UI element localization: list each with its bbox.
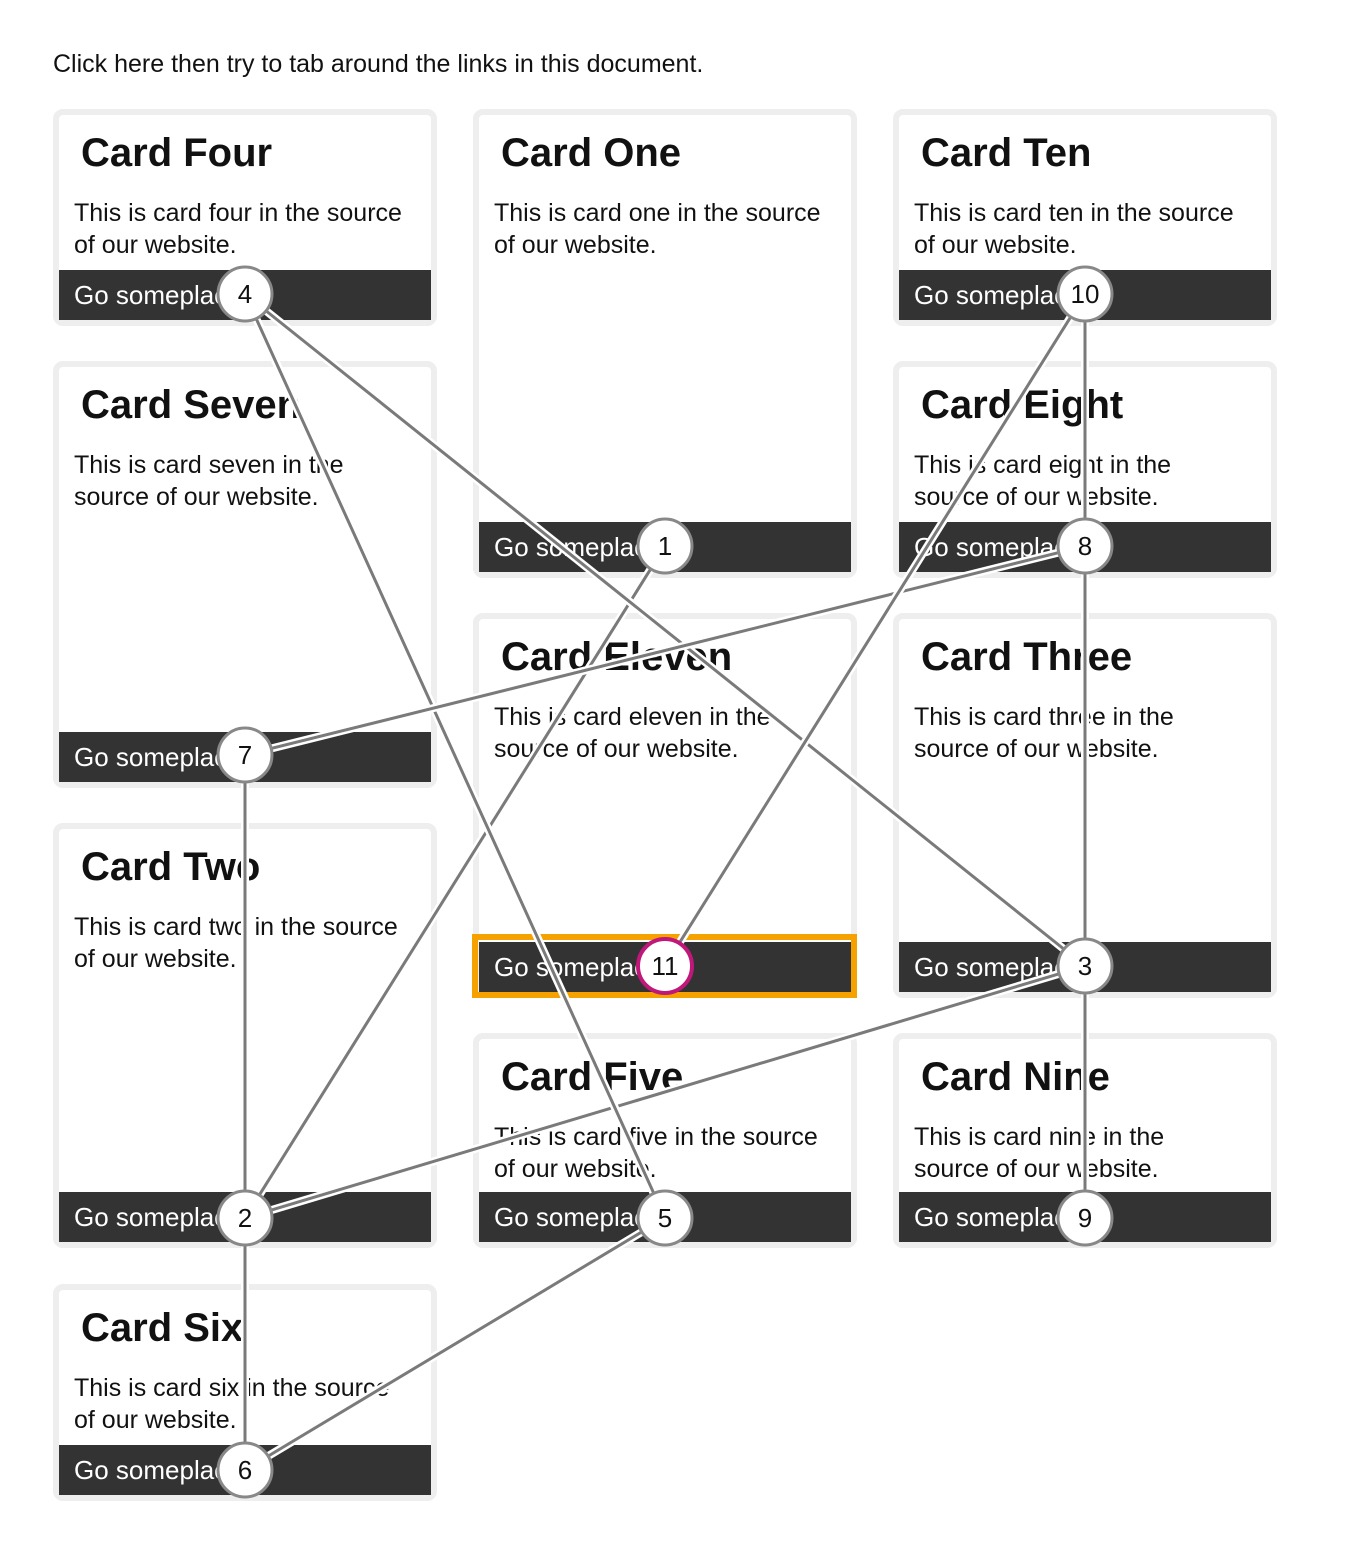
card-title: Card Ten xyxy=(921,131,1092,175)
go-someplace-link-card-eleven[interactable]: Go someplace xyxy=(479,942,851,992)
card-title: Card Three xyxy=(921,635,1133,679)
card-one: Card One This is card one in the source … xyxy=(473,109,857,578)
card-title: Card Six xyxy=(81,1306,244,1350)
card-text: This is card ten in the source of our we… xyxy=(914,199,1234,259)
card-title: Card Seven xyxy=(81,383,302,427)
card-text: This is card four in the source of our w… xyxy=(74,199,402,259)
card-text: This is card two in the source of our we… xyxy=(74,913,398,973)
card-text: This is card nine in the source of our w… xyxy=(914,1123,1165,1183)
card-six: Card Six This is card six in the source … xyxy=(53,1284,437,1501)
card-ten: Card Ten This is card ten in the source … xyxy=(893,109,1277,326)
card-text: This is card seven in the source of our … xyxy=(74,451,344,511)
go-someplace-link-card-two[interactable]: Go someplace xyxy=(59,1192,431,1242)
go-someplace-link-card-six[interactable]: Go someplace xyxy=(59,1445,431,1495)
card-text: This is card one in the source of our we… xyxy=(494,199,821,259)
go-someplace-link-card-four[interactable]: Go someplace xyxy=(59,270,431,320)
intro-text[interactable]: Click here then try to tab around the li… xyxy=(53,50,704,78)
card-four: Card Four This is card four in the sourc… xyxy=(53,109,437,326)
go-someplace-link-card-nine[interactable]: Go someplace xyxy=(899,1192,1271,1242)
go-someplace-link-card-seven[interactable]: Go someplace xyxy=(59,732,431,782)
card-title: Card Five xyxy=(501,1055,684,1099)
card-title: Card Nine xyxy=(921,1055,1110,1099)
card-text: This is card five in the source of our w… xyxy=(494,1123,818,1183)
go-someplace-link-card-ten[interactable]: Go someplace xyxy=(899,270,1271,320)
card-text: This is card eight in the source of our … xyxy=(914,451,1172,511)
go-someplace-link-card-five[interactable]: Go someplace xyxy=(479,1192,851,1242)
card-text: This is card six in the source of our we… xyxy=(74,1374,390,1434)
card-five: Card Five This is card five in the sourc… xyxy=(473,1033,857,1248)
card-eleven: Card Eleven This is card eleven in the s… xyxy=(473,613,857,998)
card-title: Card One xyxy=(501,131,682,175)
card-seven: Card Seven This is card seven in the sou… xyxy=(53,361,437,788)
card-title: Card Eight xyxy=(921,383,1124,427)
card-three: Card Three This is card three in the sou… xyxy=(893,613,1277,998)
go-someplace-link-card-one[interactable]: Go someplace xyxy=(479,522,851,572)
card-nine: Card Nine This is card nine in the sourc… xyxy=(893,1033,1277,1248)
go-someplace-link-card-three[interactable]: Go someplace xyxy=(899,942,1271,992)
card-two: Card Two This is card two in the source … xyxy=(53,823,437,1248)
card-text: This is card three in the source of our … xyxy=(914,703,1174,763)
card-text: This is card eleven in the source of our… xyxy=(494,703,771,763)
card-eight: Card Eight This is card eight in the sou… xyxy=(893,361,1277,578)
card-title: Card Eleven xyxy=(501,635,733,679)
card-title: Card Two xyxy=(81,845,261,889)
card-title: Card Four xyxy=(81,131,273,175)
go-someplace-link-card-eight[interactable]: Go someplace xyxy=(899,522,1271,572)
